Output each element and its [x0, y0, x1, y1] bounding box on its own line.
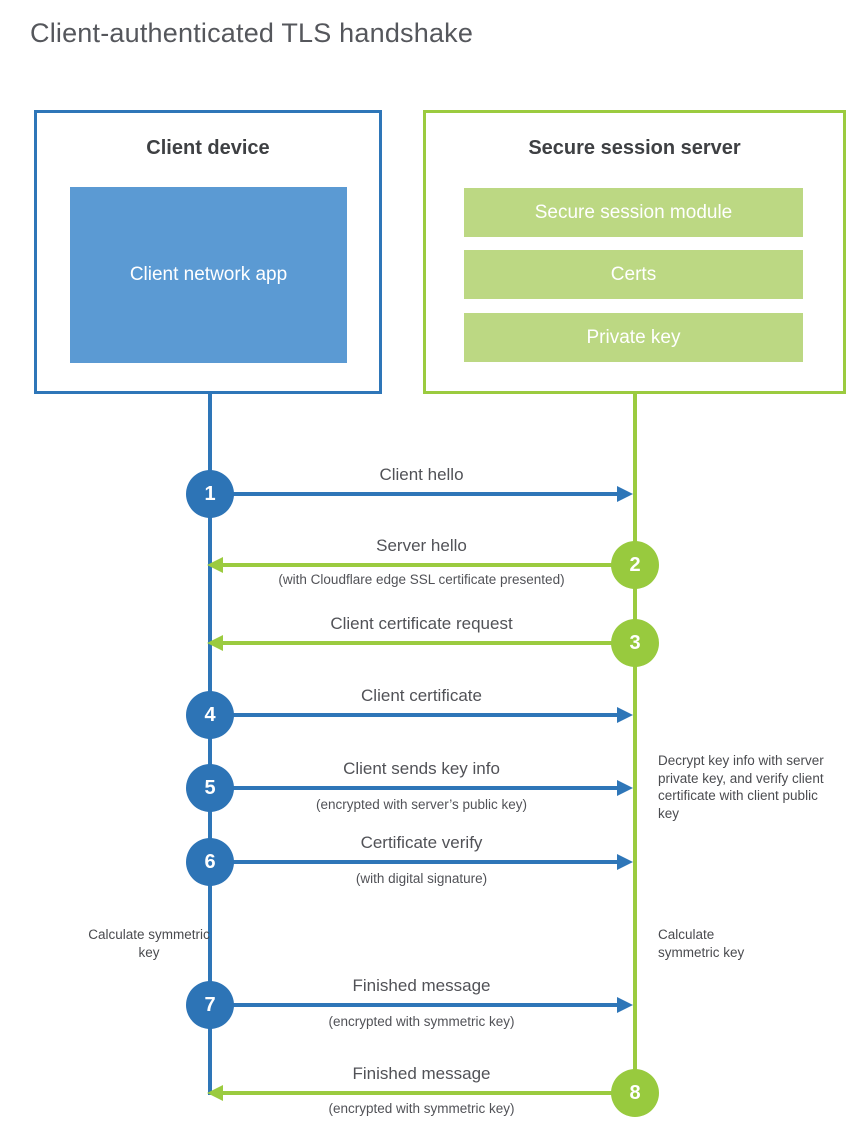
- step-1-circle: 1: [186, 470, 234, 518]
- client-device-title: Client device: [146, 137, 270, 159]
- step-8-circle: 8: [611, 1069, 659, 1117]
- step-8-arrowhead-icon: [207, 1085, 223, 1101]
- step-2-number: 2: [629, 553, 641, 576]
- step-3-number: 3: [629, 631, 641, 654]
- step-6-arrowhead-icon: [617, 854, 633, 870]
- step-3-arrow: [223, 641, 635, 645]
- step-6-arrow: [210, 860, 617, 864]
- step-6-circle: 6: [186, 838, 234, 886]
- step-3-label: Client certificate request: [330, 614, 513, 633]
- step-6-number: 6: [204, 850, 216, 873]
- step-4-arrowhead-icon: [617, 707, 633, 723]
- step-1-number: 1: [204, 482, 216, 505]
- step-3-circle: 3: [611, 619, 659, 667]
- step-1-arrowhead-icon: [617, 486, 633, 502]
- step-5-sublabel: (encrypted with server’s public key): [315, 797, 528, 812]
- step-7-number: 7: [204, 993, 216, 1016]
- step-7-circle: 7: [186, 981, 234, 1029]
- server-calculate-note: Calculate symmetric key: [658, 927, 745, 960]
- client-network-app-label: Client network app: [129, 263, 288, 285]
- step-5-number: 5: [204, 776, 216, 799]
- step-5-arrowhead-icon: [617, 780, 633, 796]
- step-2-arrowhead-icon: [207, 557, 223, 573]
- step-6-sublabel: (with digital signature): [355, 871, 488, 886]
- client-lifeline: [208, 393, 212, 1095]
- secure-session-server-title: Secure session server: [528, 137, 741, 159]
- step-7-sublabel: (encrypted with symmetric key): [328, 1014, 515, 1029]
- step-2-circle: 2: [611, 541, 659, 589]
- step-7-label: Finished message: [352, 976, 491, 995]
- step-2-arrow: [223, 563, 635, 567]
- step-8-sublabel: (encrypted with symmetric key): [328, 1101, 515, 1116]
- step-3-arrowhead-icon: [207, 635, 223, 651]
- step-1-arrow: [210, 492, 617, 496]
- step-8-arrow: [223, 1091, 635, 1095]
- client-calculate-note: Calculate symmetric key: [88, 927, 210, 960]
- step-8-label: Finished message: [352, 1064, 491, 1083]
- client-device-box: Client device Client network app: [34, 110, 382, 394]
- step-5-label: Client sends key info: [343, 759, 500, 778]
- server-decrypt-note: Decrypt key info with server private key…: [658, 753, 824, 821]
- step-1-label: Client hello: [379, 465, 464, 484]
- step-6-label: Certificate verify: [360, 833, 483, 852]
- step-5-circle: 5: [186, 764, 234, 812]
- step-5-arrow: [210, 786, 617, 790]
- step-2-label: Server hello: [376, 536, 467, 555]
- step-7-arrowhead-icon: [617, 997, 633, 1013]
- step-7-arrow: [210, 1003, 617, 1007]
- secure-session-server-box: Secure session server Secure session mod…: [423, 110, 846, 394]
- step-4-label: Client certificate: [361, 686, 482, 705]
- client-network-app-box: Client network app: [70, 187, 347, 363]
- step-4-number: 4: [204, 703, 216, 726]
- step-4-circle: 4: [186, 691, 234, 739]
- server-lifeline: [633, 393, 637, 1093]
- step-4-arrow: [210, 713, 617, 717]
- server-module-secure-session: Secure session module: [464, 188, 803, 237]
- server-module-certs: Certs: [464, 250, 803, 299]
- page-title: Client-authenticated TLS handshake: [30, 18, 474, 48]
- step-8-number: 8: [629, 1081, 641, 1104]
- step-2-sublabel: (with Cloudflare edge SSL certificate pr…: [278, 572, 565, 587]
- server-module-private-key: Private key: [464, 313, 803, 362]
